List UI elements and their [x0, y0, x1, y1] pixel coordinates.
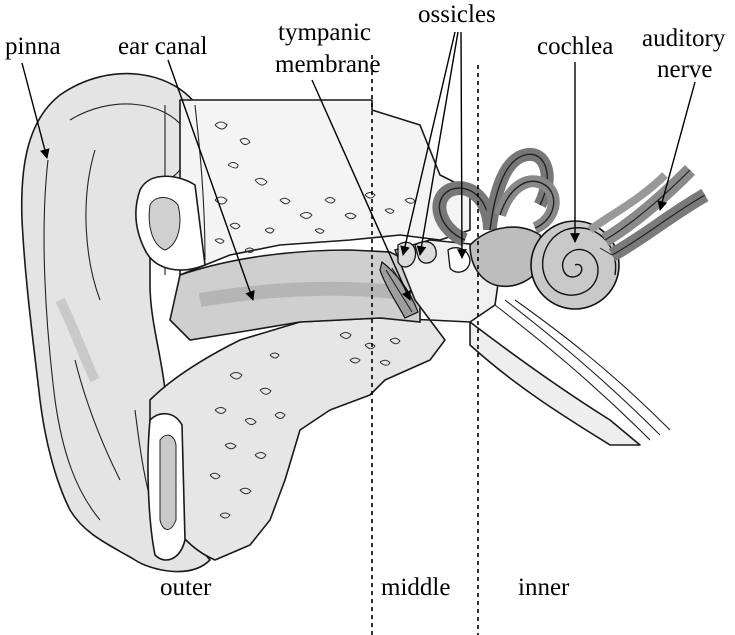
tympanic-label-line1: tympanic — [278, 19, 371, 46]
ossicles-label: ossicles — [418, 1, 496, 28]
auditory-label-line2: nerve — [657, 56, 713, 83]
auditory-label-line1: auditory — [642, 25, 726, 52]
region-inner-label: inner — [518, 574, 570, 601]
cochlea-label: cochlea — [537, 33, 613, 60]
region-middle-label: middle — [381, 574, 450, 601]
ear-canal-label: ear canal — [118, 33, 208, 60]
lower-skin-region — [148, 318, 445, 560]
auditory-nerve-shape — [590, 170, 705, 255]
pinna-label: pinna — [5, 33, 61, 60]
region-outer-label: outer — [160, 574, 212, 601]
tympanic-label-line2: membrane — [275, 51, 381, 78]
eustachian-tube-shape — [470, 300, 670, 445]
